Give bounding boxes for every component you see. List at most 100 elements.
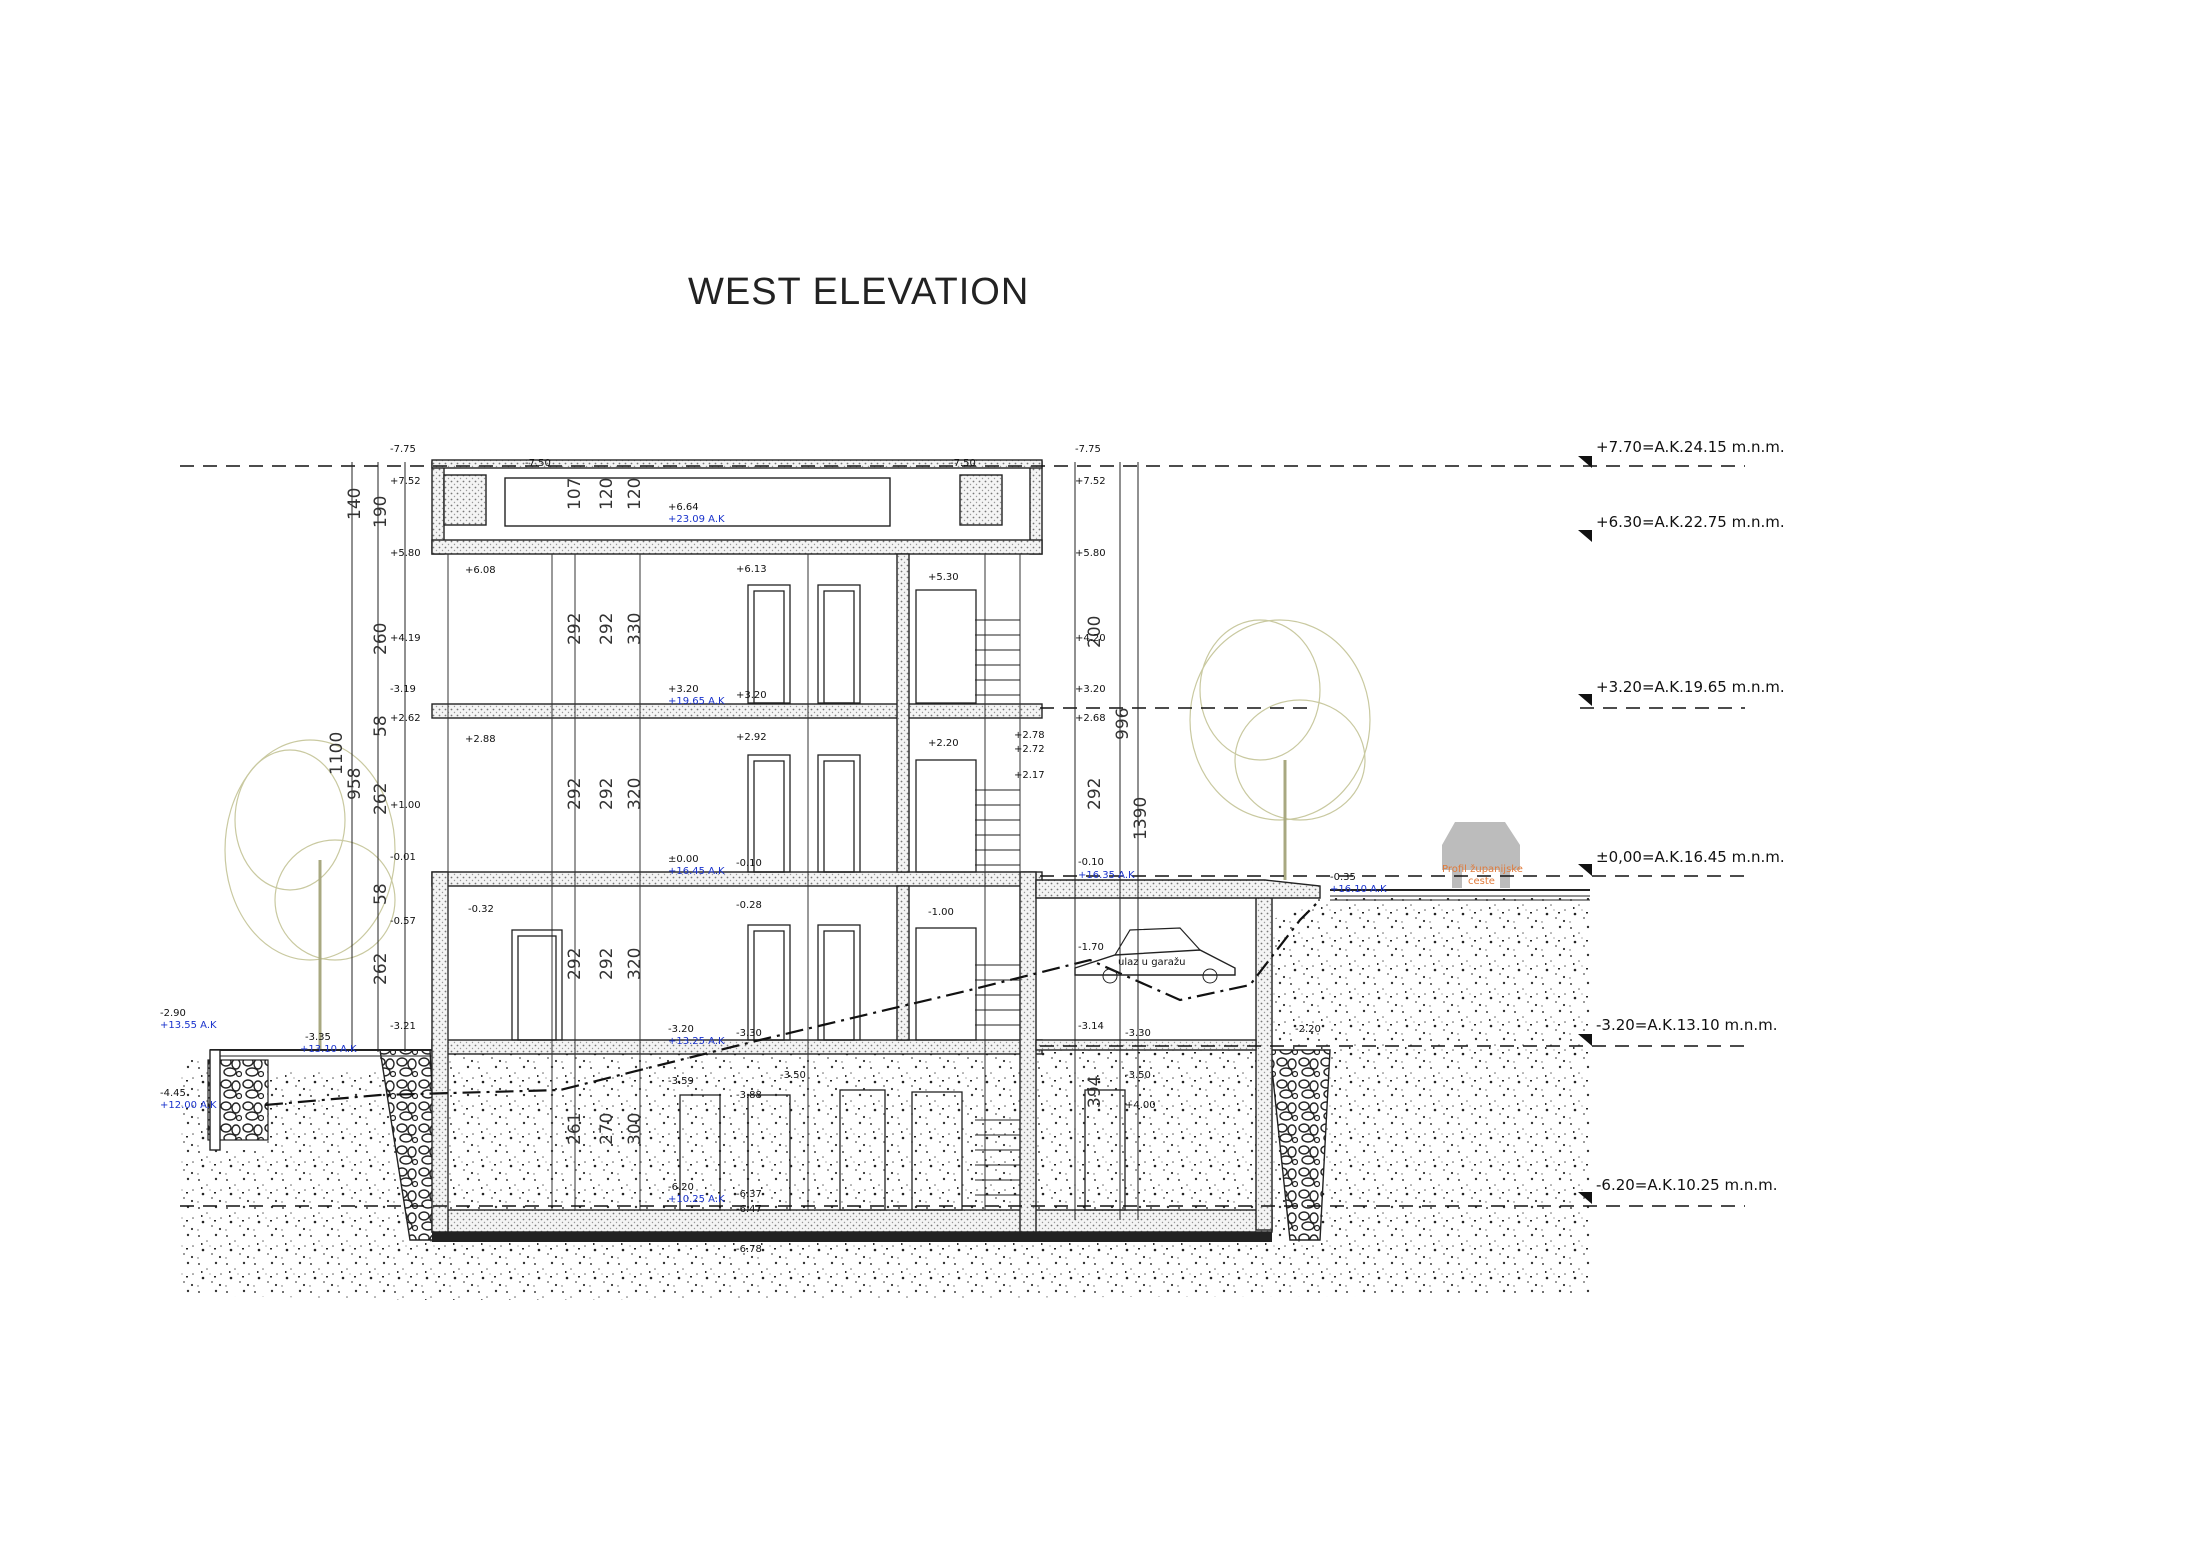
svg-text:-0.35: -0.35 xyxy=(1330,872,1356,883)
svg-text:+3.20: +3.20 xyxy=(668,684,699,695)
ramp-label: ulaz u garažu xyxy=(1118,956,1186,968)
svg-text:+1.00: +1.00 xyxy=(390,800,421,811)
svg-text:+7.52: +7.52 xyxy=(390,476,421,487)
dim-right-2: 292 xyxy=(1085,778,1105,810)
dim-left-3: 58 xyxy=(371,715,391,737)
level-labels: +7.70=A.K.24.15 m.n.m. +6.30=A.K.22.75 m… xyxy=(1578,438,1785,1204)
svg-text:-7.75: -7.75 xyxy=(390,444,416,455)
svg-text:+6.08: +6.08 xyxy=(465,565,496,576)
svg-text:-3.19: -3.19 xyxy=(390,684,416,695)
svg-text:+2.72: +2.72 xyxy=(1014,744,1045,755)
svg-text:-0.10: -0.10 xyxy=(736,858,762,869)
dim-right-1: 996 xyxy=(1113,708,1133,740)
markers-interior: -7.50 -7.50 +6.64 +6.08 +6.13 +5.30 +3.2… xyxy=(465,458,1356,1255)
svg-text:-6.37: -6.37 xyxy=(736,1189,762,1200)
svg-text:-0.57: -0.57 xyxy=(390,916,416,927)
svg-text:-6.20: -6.20 xyxy=(668,1182,694,1193)
svg-text:+16.10 A.K: +16.10 A.K xyxy=(1330,884,1387,895)
svg-text:-0.10: -0.10 xyxy=(1078,857,1104,868)
svg-text:-3.35: -3.35 xyxy=(305,1032,331,1043)
svg-text:-3.50: -3.50 xyxy=(1125,1070,1151,1081)
svg-text:-4.45: -4.45 xyxy=(160,1088,186,1099)
svg-text:+5.30: +5.30 xyxy=(928,572,959,583)
dim-inner-11: 320 xyxy=(625,948,645,980)
dim-inner-13: 270 xyxy=(597,1113,617,1145)
svg-text:-2.20: -2.20 xyxy=(1295,1024,1321,1035)
svg-text:-3.30: -3.30 xyxy=(736,1028,762,1039)
dim-inner-1: 120 xyxy=(597,478,617,510)
level-label-6: -6.20=A.K.10.25 m.n.m. xyxy=(1578,1176,1778,1204)
dimension-chain-right: 200 996 292 1390 394 xyxy=(1074,462,1151,1220)
svg-text:+7.70=A.K.24.15 m.n.m.: +7.70=A.K.24.15 m.n.m. xyxy=(1596,438,1785,456)
tree-right xyxy=(1189,619,1371,880)
svg-text:+4.20: +4.20 xyxy=(1075,633,1106,644)
dim-left-4: 262 xyxy=(371,783,391,815)
svg-text:+3.20: +3.20 xyxy=(1075,684,1106,695)
svg-text:±0,00=A.K.16.45 m.n.m.: ±0,00=A.K.16.45 m.n.m. xyxy=(1596,848,1785,866)
svg-text:+6.13: +6.13 xyxy=(736,564,767,575)
svg-text:+4.00: +4.00 xyxy=(1125,1100,1156,1111)
svg-text:+2.62: +2.62 xyxy=(390,713,421,724)
level-label-3: +3.20=A.K.19.65 m.n.m. xyxy=(1578,678,1785,706)
dim-inner-7: 292 xyxy=(597,778,617,810)
road: Profil županijske ceste xyxy=(1330,822,1590,901)
doors xyxy=(511,584,1126,1211)
svg-text:-3.21: -3.21 xyxy=(390,1021,416,1032)
svg-text:-0.28: -0.28 xyxy=(736,900,762,911)
svg-text:+2.88: +2.88 xyxy=(465,734,496,745)
dim-inner-3: 292 xyxy=(565,613,585,645)
road-label-1: Profil županijske xyxy=(1442,863,1523,875)
svg-text:+3.20=A.K.19.65 m.n.m.: +3.20=A.K.19.65 m.n.m. xyxy=(1596,678,1785,696)
svg-text:+19.65 A.K: +19.65 A.K xyxy=(668,696,725,707)
dim-left-2: 260 xyxy=(371,623,391,655)
svg-text:+2.78: +2.78 xyxy=(1014,730,1045,741)
level-lines xyxy=(180,465,1745,1207)
dim-right-4: 394 xyxy=(1085,1076,1105,1108)
svg-text:-3.50: -3.50 xyxy=(780,1070,806,1081)
svg-text:+6.30=A.K.22.75 m.n.m.: +6.30=A.K.22.75 m.n.m. xyxy=(1596,513,1785,531)
dim-inner-2: 120 xyxy=(625,478,645,510)
svg-text:+13.10 A.K: +13.10 A.K xyxy=(300,1044,357,1055)
svg-text:+12.00 A.K: +12.00 A.K xyxy=(160,1100,217,1111)
vertical-grid xyxy=(447,554,1021,1210)
dim-inner-10: 292 xyxy=(597,948,617,980)
level-label-2: +6.30=A.K.22.75 m.n.m. xyxy=(1578,513,1785,542)
svg-text:-2.90: -2.90 xyxy=(160,1008,186,1019)
svg-text:+13.25 A.K: +13.25 A.K xyxy=(668,1036,725,1047)
markers-blue: +23.09 A.K +19.65 A.K +16.45 A.K +13.25 … xyxy=(668,514,1387,1205)
svg-text:+16.45 A.K: +16.45 A.K xyxy=(668,866,725,877)
level-label-4: ±0,00=A.K.16.45 m.n.m. xyxy=(1578,848,1785,876)
dim-left-1: 190 xyxy=(371,496,391,528)
level-label-5: -3.20=A.K.13.10 m.n.m. xyxy=(1578,1016,1778,1046)
dim-left-8: 1100 xyxy=(327,732,347,775)
svg-text:±0.00: ±0.00 xyxy=(668,854,699,865)
dim-right-3: 1390 xyxy=(1131,797,1151,840)
svg-text:-7.50: -7.50 xyxy=(950,458,976,469)
dim-right-0: 200 xyxy=(1085,616,1105,648)
dim-inner-4: 292 xyxy=(597,613,617,645)
dim-left-5: 58 xyxy=(371,883,391,905)
tree-left xyxy=(224,739,396,1050)
svg-text:-0.01: -0.01 xyxy=(390,852,416,863)
svg-text:-1.70: -1.70 xyxy=(1078,942,1104,953)
svg-text:+23.09 A.K: +23.09 A.K xyxy=(668,514,725,525)
svg-text:-6.20=A.K.10.25 m.n.m.: -6.20=A.K.10.25 m.n.m. xyxy=(1596,1176,1778,1194)
svg-text:+3.20: +3.20 xyxy=(736,690,767,701)
svg-text:-3.20=A.K.13.10 m.n.m.: -3.20=A.K.13.10 m.n.m. xyxy=(1596,1016,1778,1034)
dim-left-7: 958 xyxy=(345,768,365,800)
svg-text:+2.20: +2.20 xyxy=(928,738,959,749)
svg-text:+7.52: +7.52 xyxy=(1075,476,1106,487)
svg-text:-6.78: -6.78 xyxy=(736,1244,762,1255)
dim-inner-14: 300 xyxy=(625,1113,645,1145)
svg-text:-6.47: -6.47 xyxy=(736,1204,762,1215)
svg-text:+10.25 A.K: +10.25 A.K xyxy=(668,1194,725,1205)
svg-text:+2.92: +2.92 xyxy=(736,732,767,743)
svg-text:+5.80: +5.80 xyxy=(1075,548,1106,559)
svg-text:-3.88: -3.88 xyxy=(736,1090,762,1101)
dim-inner-0: 107 xyxy=(565,478,585,510)
dim-left-0: 140 xyxy=(345,488,365,520)
dimension-chain-left: 140 190 260 58 262 58 262 958 1100 xyxy=(327,462,406,1052)
markers-left: -7.75 +7.52 +5.80 +4.19 -3.19 +2.62 +1.0… xyxy=(390,444,421,1032)
svg-text:-1.00: -1.00 xyxy=(928,907,954,918)
